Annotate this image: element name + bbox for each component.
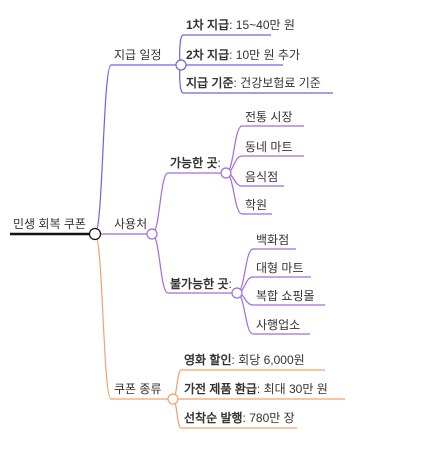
labels: 민생 회복 쿠폰 지급 일정 1차 지급: 15~40만 원 2차 지급: 10…	[13, 17, 328, 425]
group-unusable-suffix: :	[229, 277, 232, 291]
leaf-first-payment[interactable]: 1차 지급: 15~40만 원	[186, 17, 295, 32]
leaf-appliance-refund-bold: 가전 제품 환급	[184, 381, 257, 396]
group-usable-label[interactable]: 가능한 곳:	[170, 155, 221, 170]
branch-coupon-types-label[interactable]: 쿠폰 종류	[114, 382, 162, 396]
leaf-traditional-market[interactable]: 전통 시장	[245, 110, 293, 124]
leaf-gambling[interactable]: 사행업소	[256, 317, 300, 332]
leaf-payment-criteria[interactable]: 지급 기준: 건강보험료 기준	[186, 75, 321, 90]
usable-node-dot[interactable]	[220, 167, 232, 179]
edges	[10, 34, 345, 429]
edge-usable	[151, 172, 226, 235]
leaf-local-mart[interactable]: 동네 마트	[245, 140, 293, 154]
leaf-payment-criteria-text: : 건강보험료 기준	[234, 76, 321, 90]
edge-coupon-types	[94, 233, 173, 400]
leaf-department-store[interactable]: 백화점	[256, 233, 289, 247]
unusable-node-dot[interactable]	[231, 287, 243, 299]
group-unusable-bold: 불가능한 곳	[170, 276, 229, 291]
root-node-dot[interactable]	[88, 227, 102, 241]
leaf-first-come-text: : 780만 장	[243, 411, 295, 425]
leaf-second-payment[interactable]: 2차 지급: 10만 원 추가	[186, 47, 300, 62]
leaf-large-mart[interactable]: 대형 마트	[256, 261, 304, 275]
leaf-movie-discount-text: : 회당 6,000원	[232, 353, 305, 367]
root-label[interactable]: 민생 회복 쿠폰	[13, 217, 86, 231]
leaf-first-come-bold: 선착순 발행	[184, 410, 243, 425]
group-unusable-label[interactable]: 불가능한 곳:	[170, 276, 232, 291]
edge-schedule	[94, 64, 181, 235]
leaf-movie-discount-bold: 영화 할인	[184, 352, 232, 367]
leaf-second-payment-text: : 10만 원 추가	[229, 48, 300, 62]
leaf-first-payment-text: : 15~40만 원	[229, 18, 295, 32]
branch-usage-label[interactable]: 사용처	[114, 217, 147, 231]
leaf-academy[interactable]: 학원	[245, 198, 267, 212]
schedule-node-dot[interactable]	[175, 59, 187, 71]
leaf-first-come[interactable]: 선착순 발행: 780만 장	[184, 410, 295, 425]
leaf-first-payment-bold: 1차 지급	[186, 17, 229, 32]
coupon-types-node-dot[interactable]	[167, 393, 179, 405]
leaf-appliance-refund[interactable]: 가전 제품 환급: 최대 30만 원	[184, 381, 328, 396]
connector-dots	[88, 59, 243, 405]
leaf-appliance-refund-text: : 최대 30만 원	[257, 382, 328, 396]
leaf-movie-discount[interactable]: 영화 할인: 회당 6,000원	[184, 352, 305, 367]
leaf-shopping-mall[interactable]: 복합 쇼핑몰	[256, 289, 315, 303]
group-usable-suffix: :	[218, 156, 221, 170]
leaf-payment-criteria-bold: 지급 기준	[186, 75, 234, 90]
branch-schedule-label[interactable]: 지급 일정	[114, 48, 162, 62]
leaf-restaurant[interactable]: 음식점	[245, 170, 278, 184]
leaf-second-payment-bold: 2차 지급	[186, 47, 229, 62]
usage-node-dot[interactable]	[146, 228, 158, 240]
group-usable-bold: 가능한 곳	[170, 155, 218, 170]
